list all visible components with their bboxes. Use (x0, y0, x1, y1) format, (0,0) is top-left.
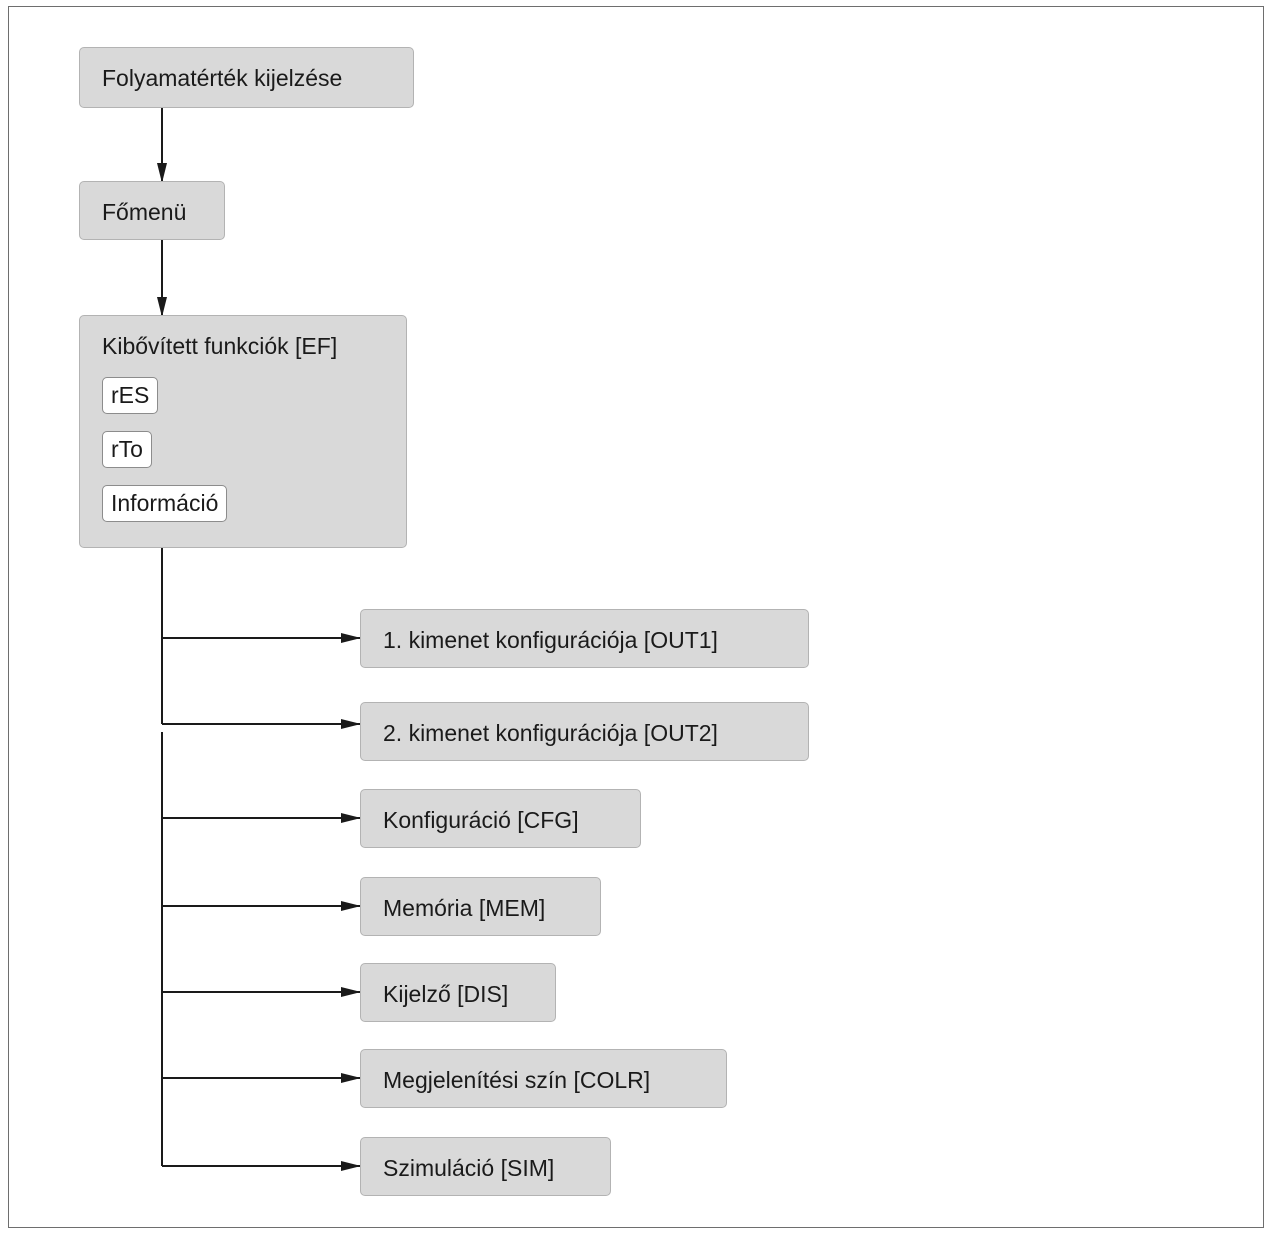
submenu-sim-label: Szimuláció [SIM] (383, 1155, 555, 1181)
ef-item-rto: rTo (102, 431, 152, 468)
main-menu-label: Főmenü (102, 199, 187, 225)
submenu-sim-box: Szimuláció [SIM] (360, 1137, 611, 1196)
submenu-colr-box: Megjelenítési szín [COLR] (360, 1049, 727, 1108)
submenu-out1-label: 1. kimenet konfigurációja [OUT1] (383, 627, 718, 653)
submenu-dis-box: Kijelző [DIS] (360, 963, 556, 1022)
diagram-frame (8, 6, 1264, 1228)
submenu-out1-box: 1. kimenet konfigurációja [OUT1] (360, 609, 809, 668)
submenu-mem-label: Memória [MEM] (383, 895, 546, 921)
process-display-box: Folyamatérték kijelzése (79, 47, 414, 108)
ef-item-information: Információ (102, 485, 228, 522)
main-menu-box: Főmenü (79, 181, 225, 240)
submenu-mem-box: Memória [MEM] (360, 877, 601, 936)
extended-functions-box: Kibővített funkciók [EF] rES rTo Informá… (79, 315, 407, 548)
extended-functions-title: Kibővített funkciók [EF] (102, 333, 338, 359)
submenu-cfg-label: Konfiguráció [CFG] (383, 807, 579, 833)
process-display-label: Folyamatérték kijelzése (102, 65, 343, 91)
submenu-colr-label: Megjelenítési szín [COLR] (383, 1067, 651, 1093)
submenu-cfg-box: Konfiguráció [CFG] (360, 789, 641, 848)
submenu-out2-label: 2. kimenet konfigurációja [OUT2] (383, 720, 718, 746)
ef-item-res: rES (102, 377, 159, 414)
submenu-dis-label: Kijelző [DIS] (383, 981, 509, 1007)
submenu-out2-box: 2. kimenet konfigurációja [OUT2] (360, 702, 809, 761)
